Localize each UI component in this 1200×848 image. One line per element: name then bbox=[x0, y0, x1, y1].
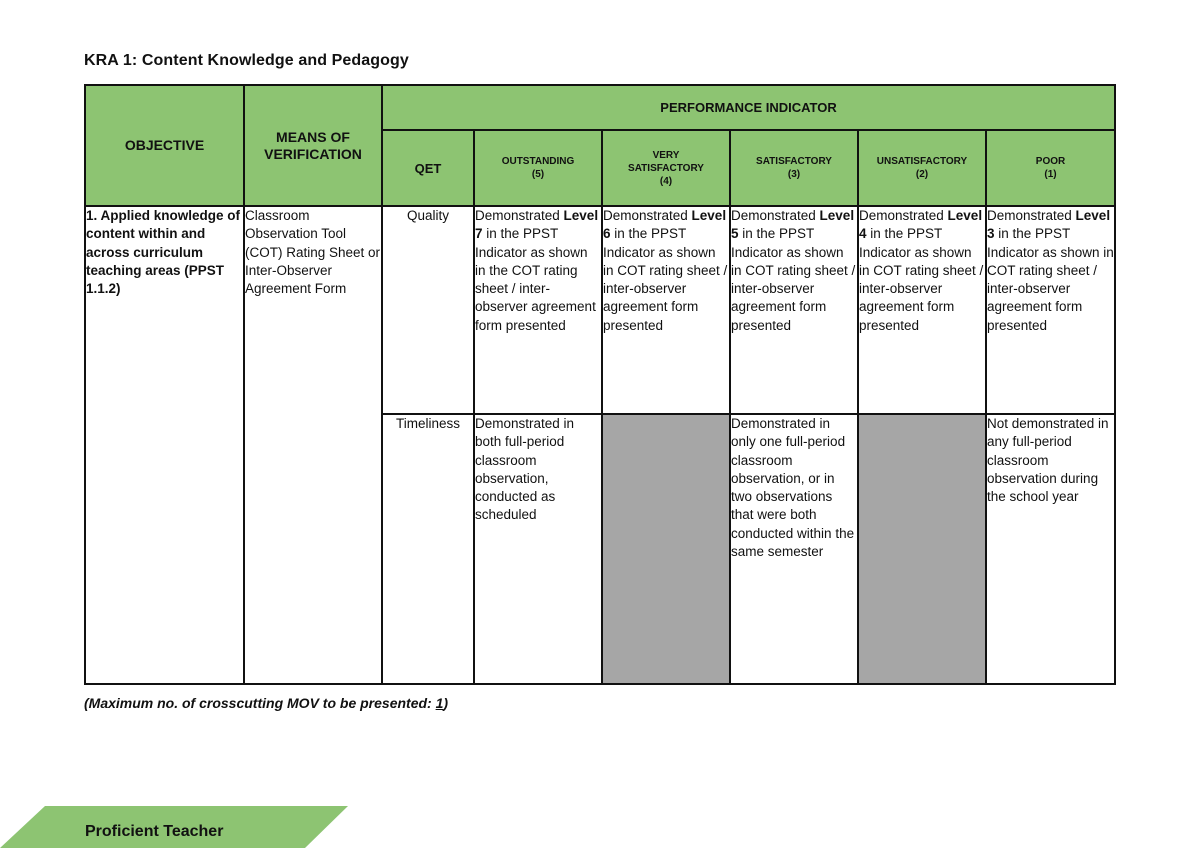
timeliness-poor: Not demonstrated in any full-period clas… bbox=[984, 413, 1117, 685]
mov-cell: Classroom Observation Tool (COT) Rating … bbox=[243, 205, 383, 685]
timeliness-unsatisfactory-na bbox=[857, 413, 987, 685]
mov-header: MEANS OF VERIFICATION bbox=[243, 84, 383, 207]
rating-header-satisfactory: SATISFACTORY(3) bbox=[729, 129, 859, 207]
rating-header-unsatisfactory: UNSATISFACTORY(2) bbox=[857, 129, 987, 207]
rating-header-very-satisfactory: VERY SATISFACTORY(4) bbox=[601, 129, 731, 207]
quality-satisfactory: Demonstrated Level 5 in the PPST Indicat… bbox=[729, 205, 859, 415]
max-mov-note: (Maximum no. of crosscutting MOV to be p… bbox=[84, 695, 449, 711]
quality-poor: Demonstrated Level 3 in the PPST Indicat… bbox=[984, 205, 1117, 415]
qet-timeliness: Timeliness bbox=[381, 413, 475, 685]
qet-quality: Quality bbox=[381, 205, 475, 415]
objective-header: OBJECTIVE bbox=[84, 84, 245, 207]
table-row-quality: 1. Applied knowledge of content within a… bbox=[84, 205, 1117, 685]
qet-header: QET bbox=[381, 129, 475, 207]
rating-header-poor: POOR(1) bbox=[984, 129, 1117, 207]
objective-cell: 1. Applied knowledge of content within a… bbox=[84, 205, 245, 685]
timeliness-outstanding: Demonstrated in both full-period classro… bbox=[473, 413, 603, 685]
rubric-table: OBJECTIVE MEANS OF VERIFICATION PERFORMA… bbox=[84, 84, 1117, 685]
footer-label: Proficient Teacher bbox=[85, 823, 224, 840]
quality-outstanding: Demonstrated Level 7 in the PPST Indicat… bbox=[473, 205, 603, 415]
quality-very-satisfactory: Demonstrated Level 6 in the PPST Indicat… bbox=[601, 205, 731, 415]
timeliness-satisfactory: Demonstrated in only one full-period cla… bbox=[729, 413, 859, 685]
performance-indicator-header: PERFORMANCE INDICATOR bbox=[380, 84, 1117, 131]
table-row-timeliness: Timeliness Demonstrated in both full-per… bbox=[85, 413, 1117, 685]
quality-unsatisfactory: Demonstrated Level 4 in the PPST Indicat… bbox=[857, 205, 987, 415]
timeliness-very-satisfactory-na bbox=[601, 413, 731, 685]
kra-title: KRA 1: Content Knowledge and Pedagogy bbox=[84, 52, 409, 69]
footer-band bbox=[0, 806, 348, 848]
rating-header-outstanding: OUTSTANDING(5) bbox=[473, 129, 603, 207]
